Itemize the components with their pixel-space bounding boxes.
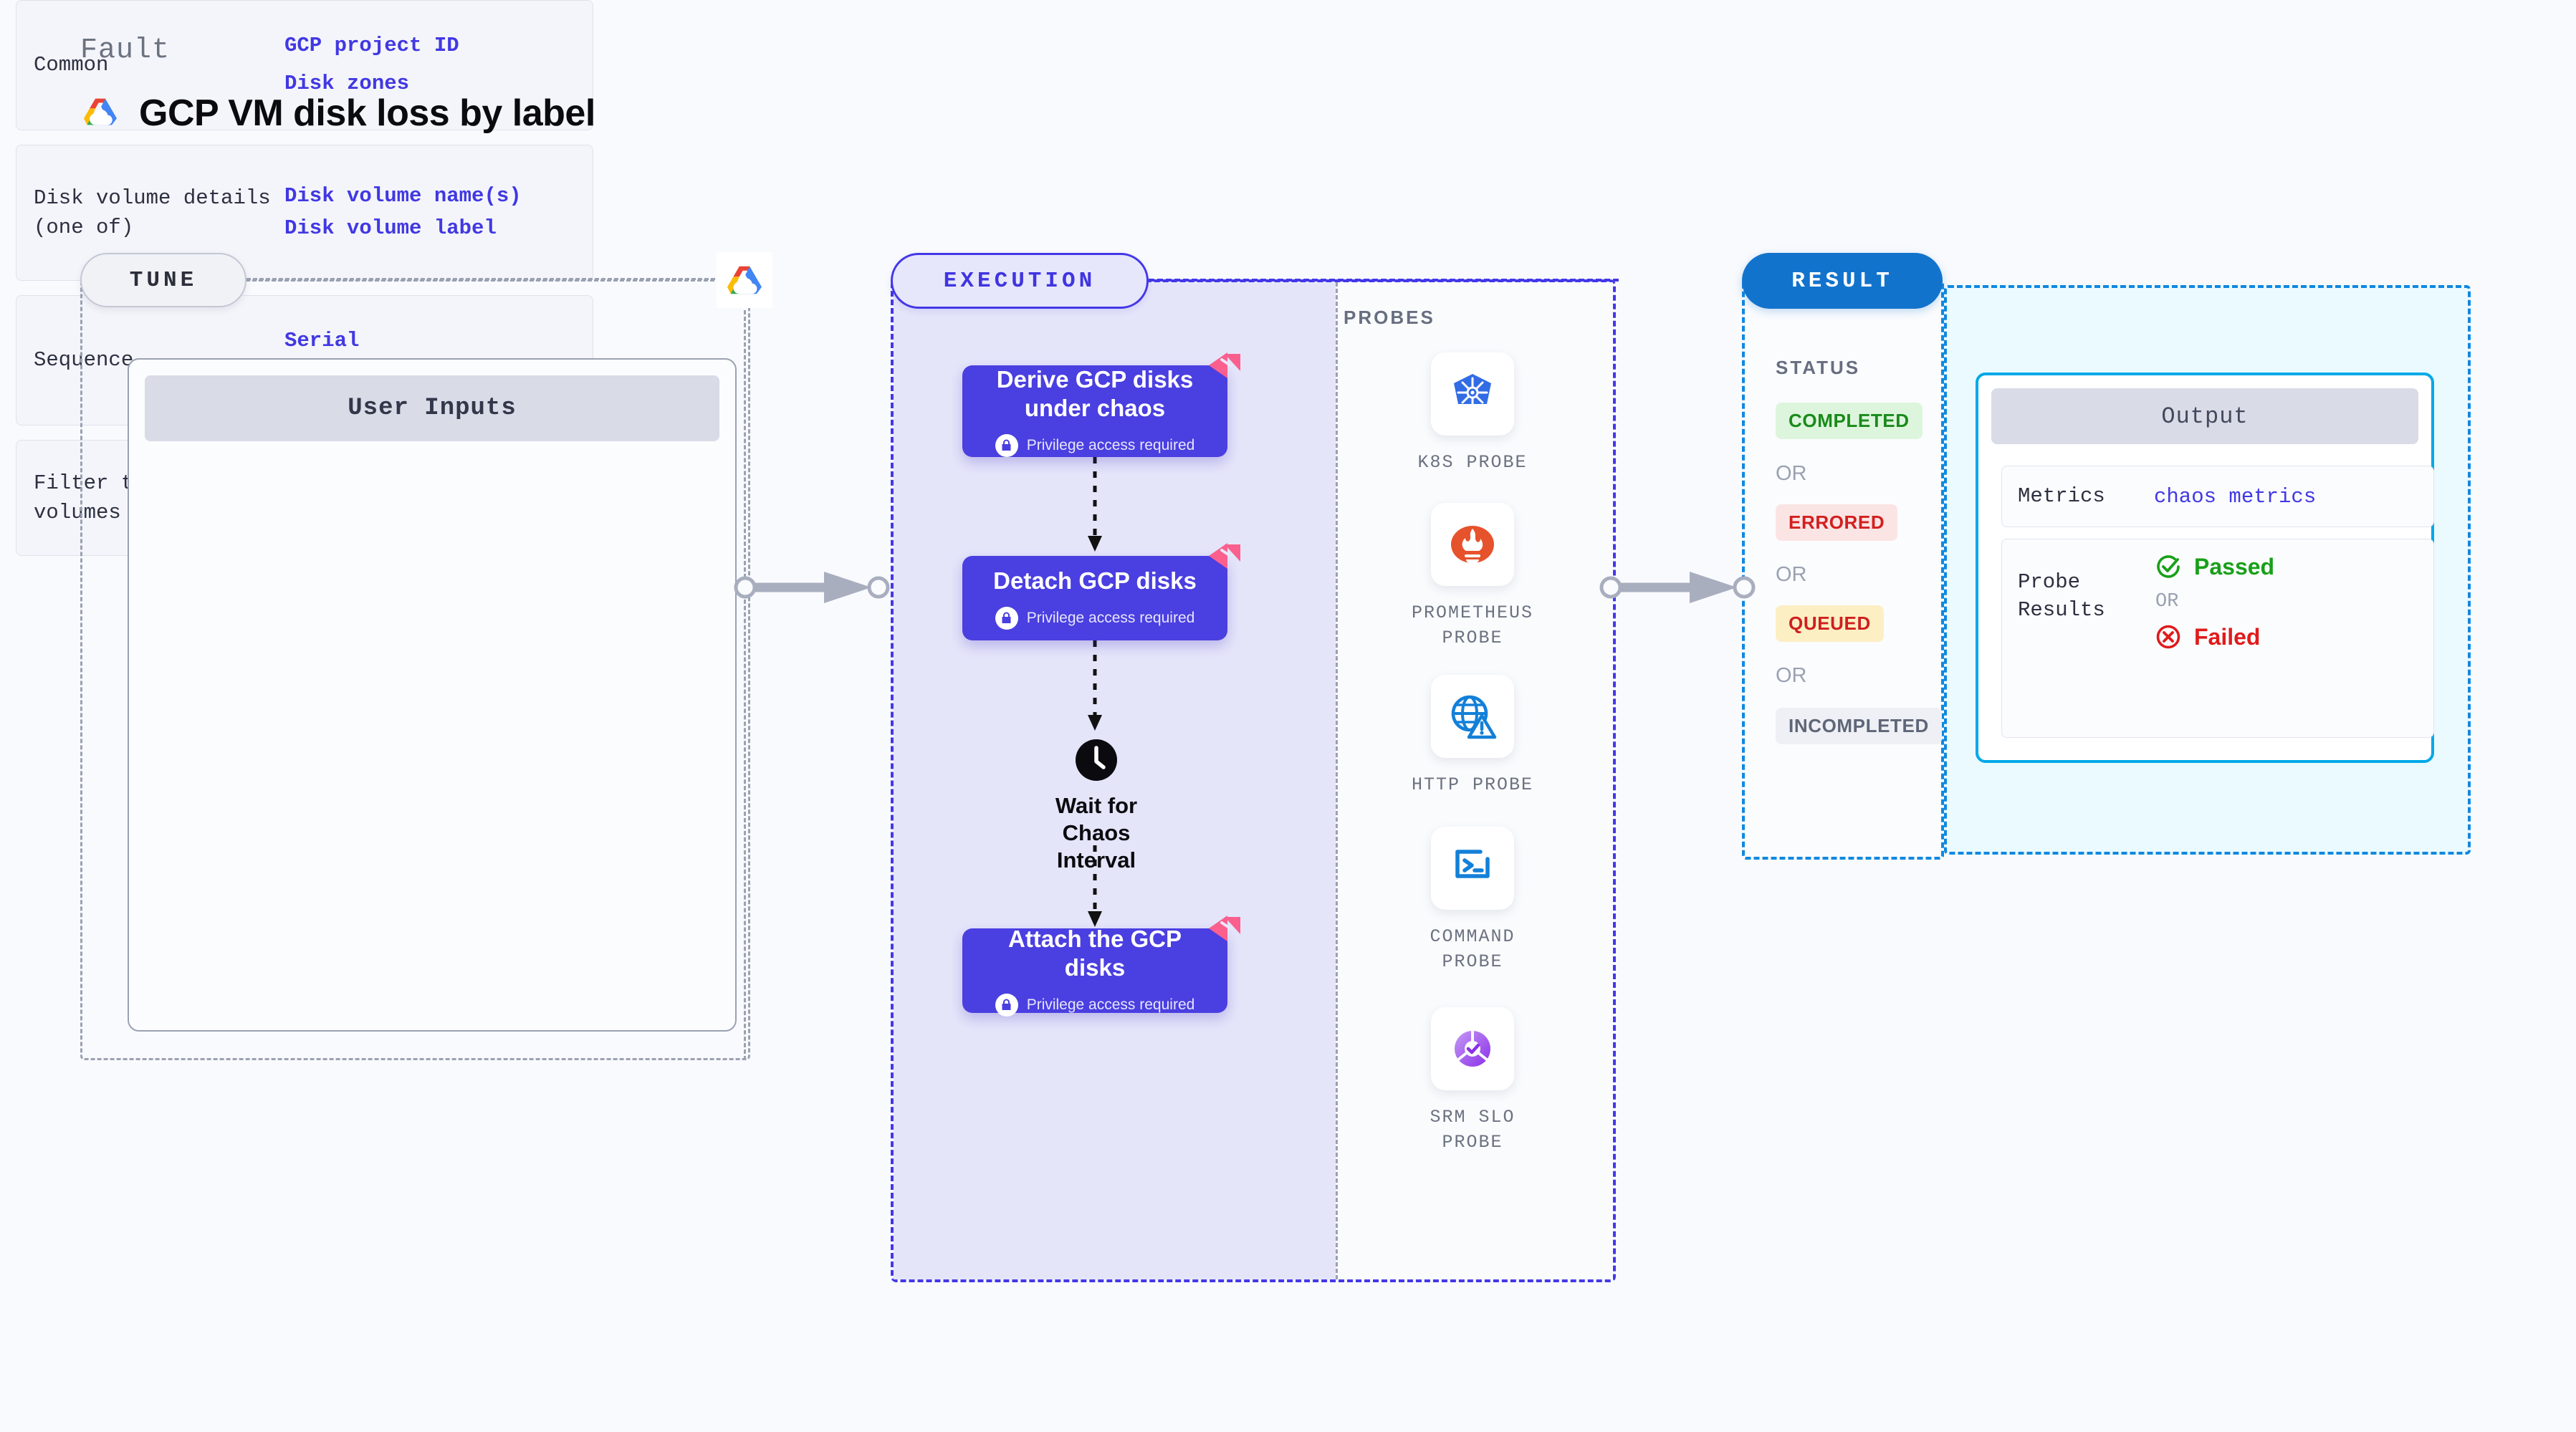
or-separator: OR — [1776, 563, 1807, 586]
http-globe-warning-icon — [1431, 675, 1514, 758]
node-title: Derive GCP disks under chaos — [996, 366, 1194, 421]
metrics-value: chaos metrics — [2154, 484, 2317, 509]
probe-label: SRM SLO PROBE — [1430, 1107, 1516, 1153]
probe-label: PROMETHEUS PROBE — [1411, 602, 1534, 648]
table-row: Common GCP project ID Disk zones — [16, 0, 593, 130]
or-separator: OR — [1776, 462, 1807, 485]
node-title: Attach the GCP disks — [1007, 926, 1182, 981]
probe-item[interactable]: COMMAND PROBE — [1394, 827, 1551, 974]
flow-arrow — [1088, 457, 1102, 552]
page-kicker: Fault — [80, 34, 171, 67]
output-title: Output — [1991, 388, 2418, 444]
probe-item[interactable]: PROMETHEUS PROBE — [1394, 503, 1551, 650]
probe-label: HTTP PROBE — [1411, 774, 1534, 795]
user-inputs-card: User Inputs — [128, 358, 737, 1032]
or-separator: OR — [1776, 664, 1807, 687]
clock-icon — [1076, 739, 1117, 781]
page-title: GCP VM disk loss by label — [139, 92, 595, 134]
output-metrics-row: Metrics chaos metrics — [2001, 466, 2434, 527]
row-label: Common — [34, 53, 109, 77]
page-title-row: GCP VM disk loss by label — [80, 92, 595, 135]
litmus-flag-icon — [1209, 543, 1240, 569]
status-title: STATUS — [1776, 357, 1861, 378]
node-subtitle: Privilege access required — [995, 433, 1195, 457]
flow-arrow — [1088, 845, 1102, 927]
probe-item[interactable]: SRM SLO PROBE — [1394, 1007, 1551, 1155]
tune-panel — [80, 279, 750, 1060]
connector-tune-to-execution — [734, 572, 890, 603]
prometheus-icon — [1431, 503, 1514, 586]
litmus-flag-icon — [1209, 916, 1240, 941]
row-label: Disk volume details (one of) — [34, 186, 271, 239]
connector-execution-to-result — [1599, 572, 1756, 603]
node-subtitle: Privilege access required — [995, 606, 1195, 630]
tune-dashed-connector — [246, 278, 741, 280]
node-subtitle-text: Privilege access required — [1026, 609, 1195, 626]
probe-results-values: Passed OR Failed — [2154, 552, 2274, 651]
status-badge: ERRORED — [1776, 504, 1898, 541]
execution-stage-badge[interactable]: EXECUTION — [891, 253, 1149, 309]
failed-label: Failed — [2194, 623, 2261, 650]
status-badge: COMPLETED — [1776, 403, 1923, 439]
lock-icon — [995, 433, 1018, 457]
row-value: GCP project ID — [284, 34, 459, 58]
row-value: Serial — [284, 329, 360, 353]
kubernetes-icon — [1431, 352, 1514, 436]
probe-results-label: Probe Results — [2018, 570, 2105, 623]
probe-item[interactable]: HTTP PROBE — [1394, 675, 1551, 797]
or-separator: OR — [2155, 591, 2179, 612]
passed-label: Passed — [2194, 553, 2275, 580]
status-badge: QUEUED — [1776, 605, 1884, 642]
execution-node[interactable]: Detach GCP disks Privilege access requir… — [962, 543, 1240, 640]
flow-arrow — [1088, 640, 1102, 731]
probes-title: PROBES — [1344, 307, 1435, 328]
node-subtitle-text: Privilege access required — [1026, 436, 1195, 453]
execution-node[interactable]: Attach the GCP disks Privilege access re… — [962, 916, 1240, 1017]
probe-label: COMMAND PROBE — [1430, 926, 1516, 972]
row-value: Disk volume label — [284, 216, 497, 240]
check-circle-icon — [2157, 555, 2180, 578]
x-circle-icon — [2156, 625, 2180, 649]
probe-item[interactable]: K8S PROBE — [1394, 352, 1551, 475]
node-title: Detach GCP disks — [993, 567, 1197, 595]
row-value: Disk zones — [284, 72, 410, 95]
probe-result-failed: Failed — [2154, 623, 2274, 651]
lock-icon — [995, 606, 1018, 630]
tune-dashed-vertical — [744, 304, 746, 1060]
result-stage-badge[interactable]: RESULT — [1742, 253, 1943, 309]
lock-icon — [995, 993, 1018, 1017]
execution-node[interactable]: Derive GCP disks under chaos Privilege a… — [962, 352, 1240, 457]
user-inputs-title: User Inputs — [145, 375, 719, 441]
srm-slo-icon — [1431, 1007, 1514, 1090]
wait-for-chaos-interval-node: Wait for Chaos Interval — [1025, 738, 1168, 873]
execution-dashed-connector — [1149, 279, 1619, 282]
node-subtitle-text: Privilege access required — [1026, 996, 1195, 1013]
litmus-flag-icon — [1209, 352, 1240, 378]
probe-result-passed: Passed — [2154, 552, 2274, 581]
row-values: GCP project ID Disk zones — [284, 34, 459, 97]
output-probe-results-row: Probe Results Passed OR Failed — [2001, 539, 2434, 738]
row-label: Sequence — [34, 348, 134, 373]
status-badge: INCOMPLETED — [1776, 708, 1942, 744]
gcp-logo-badge — [717, 252, 772, 308]
tune-stage-badge[interactable]: TUNE — [80, 253, 246, 307]
terminal-icon — [1431, 827, 1514, 910]
wait-label: Wait for Chaos Interval — [1055, 793, 1138, 873]
node-subtitle: Privilege access required — [995, 993, 1195, 1017]
probes-area — [1336, 282, 1613, 1279]
row-value: Disk volume name(s) — [284, 184, 522, 208]
gcp-logo-icon — [80, 95, 120, 132]
metrics-label: Metrics — [2018, 484, 2105, 509]
row-values: Disk volume name(s) Disk volume label — [284, 184, 522, 241]
probe-label: K8S PROBE — [1417, 452, 1528, 473]
